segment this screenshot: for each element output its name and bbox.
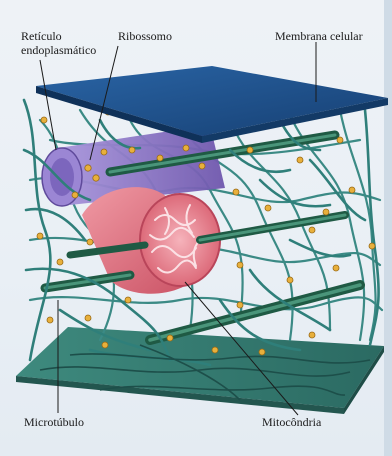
label-ribossomo: Ribossomo <box>118 29 172 43</box>
label-microtubulo: Microtúbulo <box>24 415 84 429</box>
label-reticulo-line2: endoplasmático <box>21 43 96 57</box>
label-reticulo-line1: Retículo <box>21 29 62 43</box>
label-membrana-celular: Membrana celular <box>275 29 363 43</box>
label-mitocondria: Mitocôndria <box>262 415 321 429</box>
